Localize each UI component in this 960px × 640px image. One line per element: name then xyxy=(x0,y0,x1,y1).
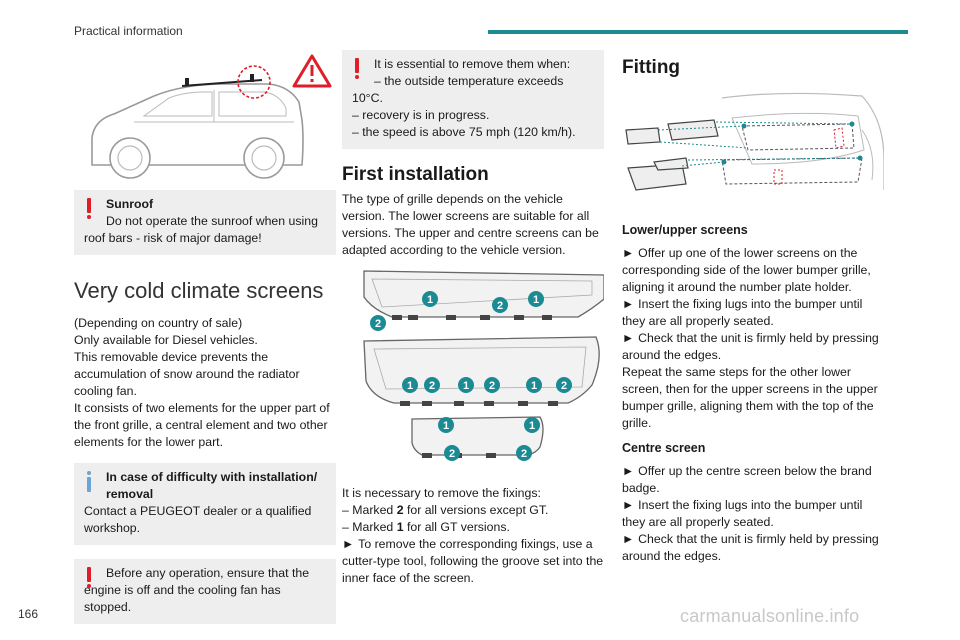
paragraph: It consists of two elements for the uppe… xyxy=(74,401,330,449)
info-text: Contact a PEUGEOT dealer or a qualified … xyxy=(84,504,312,535)
car-roof-bars-illustration xyxy=(91,54,332,179)
badge-label: 2 xyxy=(497,300,503,312)
warning-icon xyxy=(86,567,92,589)
list-item-text: – Marked xyxy=(342,503,397,517)
step-text: Offer up the centre screen below the bra… xyxy=(622,464,872,495)
list-item-text: for all GT versions. xyxy=(403,520,510,534)
sunroof-title: Sunroof xyxy=(106,197,154,211)
arrow-icon: ► xyxy=(622,464,635,478)
badge-label: 1 xyxy=(531,380,537,392)
badge-label: 2 xyxy=(375,318,381,330)
badge-label: 2 xyxy=(489,380,495,392)
marker-number: 1 xyxy=(396,520,404,534)
step: ►Insert the fixing lugs into the bumper … xyxy=(622,497,884,531)
sunroof-warning-box: Sunroof Do not operate the sunroof when … xyxy=(74,190,336,255)
warning-triangle-icon xyxy=(292,54,332,88)
badge-label: 1 xyxy=(529,420,535,432)
info-title: In case of difficulty with installation/… xyxy=(106,470,318,501)
column-1: Sunroof Do not operate the sunroof when … xyxy=(74,50,336,624)
warning-item: – the outside temperature exceeds xyxy=(374,74,564,88)
list-item: – Marked 2 for all versions except GT. xyxy=(342,502,604,519)
engine-off-warning-box: Before any operation, ensure that the en… xyxy=(74,559,336,624)
marker-number: 2 xyxy=(396,503,404,517)
step: ►Check that the unit is firmly held by p… xyxy=(622,531,884,565)
list-item-text: – Marked xyxy=(342,520,397,534)
grille-fitting-illustration xyxy=(625,92,884,191)
badge-label: 1 xyxy=(427,294,433,306)
paragraph: This removable device prevents the accum… xyxy=(74,350,300,398)
badge-label: 1 xyxy=(533,294,539,306)
step-text: To remove the corresponding fixings, use… xyxy=(342,537,604,585)
section-heading-fitting: Fitting xyxy=(622,57,681,78)
badge-label: 2 xyxy=(521,448,527,460)
warning-item: – recovery is in progress. xyxy=(352,108,490,122)
badge-label: 2 xyxy=(429,380,435,392)
paragraph: (Depending on country of sale) xyxy=(74,316,243,330)
warning-icon xyxy=(86,198,92,220)
subheading-lower-upper: Lower/upper screens xyxy=(622,223,748,237)
badge-label: 2 xyxy=(561,380,567,392)
warning-item: – the speed is above 75 mph (120 km/h). xyxy=(352,125,576,139)
arrow-icon: ► xyxy=(622,331,635,345)
screens-fixings-diagram: 2 1 2 1 1 2 1 2 1 2 1 xyxy=(363,270,604,461)
paragraph: The type of grille depends on the vehicl… xyxy=(342,192,599,257)
arrow-icon: ► xyxy=(342,537,355,551)
list-item: – Marked 1 for all GT versions. xyxy=(342,519,604,536)
running-header: Practical information xyxy=(74,24,183,38)
section-heading-cold-climate: Very cold climate screens xyxy=(74,278,324,303)
header-accent-bar xyxy=(488,30,908,34)
step-text: Insert the fixing lugs into the bumper u… xyxy=(622,498,863,529)
step-text: Offer up one of the lower screens on the… xyxy=(622,246,871,294)
page-number: 166 xyxy=(18,607,39,621)
step-text: Check that the unit is firmly held by pr… xyxy=(622,331,879,362)
removal-warning-box: It is essential to remove them when: – t… xyxy=(342,50,604,149)
warning-text: Before any operation, ensure that the en… xyxy=(84,566,310,614)
list-item-text: for all versions except GT. xyxy=(403,503,549,517)
paragraph: Only available for Diesel vehicles. xyxy=(74,333,258,347)
warning-item-cont: 10°C. xyxy=(352,91,383,105)
column-2: It is essential to remove them when: – t… xyxy=(342,50,604,587)
warning-intro: It is essential to remove them when: xyxy=(374,57,571,71)
arrow-icon: ► xyxy=(622,246,635,260)
step-text: Insert the fixing lugs into the bumper u… xyxy=(622,297,863,328)
badge-label: 1 xyxy=(443,420,449,432)
info-box: In case of difficulty with installation/… xyxy=(74,463,336,545)
step-text: Check that the unit is firmly held by pr… xyxy=(622,532,879,563)
step: ►Insert the fixing lugs into the bumper … xyxy=(622,296,884,330)
warning-icon xyxy=(354,58,360,80)
step: ►Offer up the centre screen below the br… xyxy=(622,463,884,497)
badge-label: 2 xyxy=(449,448,455,460)
arrow-icon: ► xyxy=(622,498,635,512)
column-3: Fitting Lower/upper screens ► xyxy=(622,50,884,565)
arrow-icon: ► xyxy=(622,532,635,546)
badge-label: 1 xyxy=(463,380,469,392)
watermark: carmanualsonline.info xyxy=(680,606,860,626)
step: ►To remove the corresponding fixings, us… xyxy=(342,536,604,587)
section-heading-first-installation: First installation xyxy=(342,164,489,185)
arrow-icon: ► xyxy=(622,297,635,311)
info-icon xyxy=(86,471,92,493)
step: ►Check that the unit is firmly held by p… xyxy=(622,330,884,364)
paragraph: It is necessary to remove the fixings: xyxy=(342,486,541,500)
step: ►Offer up one of the lower screens on th… xyxy=(622,245,884,296)
subheading-centre-screen: Centre screen xyxy=(622,441,706,455)
badge-label: 1 xyxy=(407,380,413,392)
paragraph: Repeat the same steps for the other lowe… xyxy=(622,365,878,430)
sunroof-text: Do not operate the sunroof when using ro… xyxy=(84,214,318,245)
